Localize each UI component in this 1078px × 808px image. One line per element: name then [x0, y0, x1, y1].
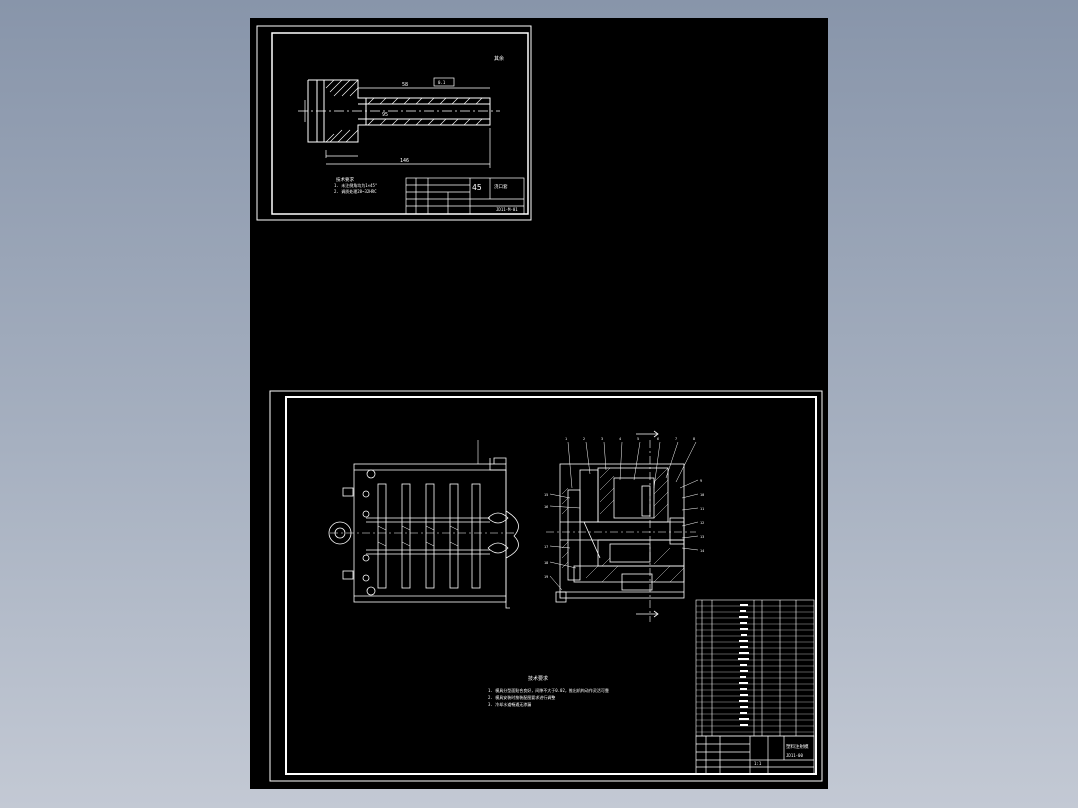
part-sheet-inner-border — [271, 32, 529, 215]
parts-list-table[interactable] — [695, 599, 815, 737]
balloon-11: 11 — [700, 507, 704, 511]
balloon-13: 13 — [700, 535, 704, 539]
parts-list-entries — [738, 604, 749, 726]
balloon-12: 12 — [700, 521, 704, 525]
balloon-17: 17 — [544, 545, 548, 549]
balloon-14: 14 — [700, 549, 704, 553]
balloon-9: 9 — [700, 479, 702, 483]
assembly-note-3: 3. 冷却水道畅通无渗漏 — [488, 701, 531, 707]
part-title-block[interactable] — [405, 177, 525, 215]
balloon-4: 4 — [619, 437, 621, 441]
assembly-drawing-no: JD11-00 — [786, 753, 803, 758]
balloon-16: 16 — [544, 505, 548, 509]
assembly-note-1: 1. 模具分型面贴合良好，间隙不大于0.02，推出机构动作灵活可靠 — [488, 687, 609, 693]
balloon-2: 2 — [583, 437, 585, 441]
part-drawing-sheet[interactable]: 58 95 146 0.1 其余 技术要求 1. 未注倒角均为1×45° 2. … — [256, 25, 532, 221]
part-name: 浇口套 — [494, 183, 508, 190]
part-sheet-outer-border — [256, 25, 532, 221]
balloon-10: 10 — [700, 493, 704, 497]
part-ratio-tag: 0.1 — [438, 80, 446, 85]
balloon-19: 19 — [544, 575, 548, 579]
assembly-sheet-outer-border — [269, 390, 823, 782]
balloon-18: 18 — [544, 561, 548, 565]
balloon-5: 5 — [637, 437, 639, 441]
balloon-15: 15 — [544, 493, 548, 497]
part-material: 45 — [472, 183, 482, 192]
balloon-7: 7 — [675, 437, 677, 441]
balloon-8: 8 — [693, 437, 695, 441]
assembly-note-2: 2. 模具安装时按装配图要求进行调整 — [488, 694, 555, 700]
assembly-scale: 1:1 — [754, 761, 762, 766]
part-code: JD11-M-01 — [496, 207, 518, 212]
cad-model-space: 58 95 146 0.1 其余 技术要求 1. 未注倒角均为1×45° 2. … — [256, 25, 823, 782]
assembly-notes-title: 技术要求 — [528, 675, 548, 682]
part-dim-146: 146 — [400, 158, 409, 164]
balloon-1: 1 — [565, 437, 567, 441]
parts-list-rows — [696, 605, 814, 733]
part-notes-title: 技术要求 — [336, 176, 354, 183]
assembly-sheet-inner-border — [285, 396, 817, 775]
balloon-6: 6 — [657, 437, 659, 441]
cad-drawing-viewport[interactable]: 58 95 146 0.1 其余 技术要求 1. 未注倒角均为1×45° 2. … — [250, 18, 828, 789]
assembly-drawing-sheet[interactable]: 1 2 3 4 5 6 7 8 9 10 11 12 13 14 15 16 1… — [269, 390, 823, 782]
part-note-1: 1. 未注倒角均为1×45° — [334, 182, 377, 188]
part-roughness-note: 其余 — [494, 55, 504, 62]
part-dimensions — [304, 77, 491, 168]
assembly-title: 塑料注射模 — [786, 743, 809, 750]
balloon-3: 3 — [601, 437, 603, 441]
part-note-2: 2. 调质处理28~32HRC — [334, 188, 377, 194]
assembly-title-block[interactable] — [695, 735, 815, 775]
section-view — [546, 430, 699, 622]
part-dim-58: 58 — [402, 82, 408, 88]
balloon-labels: 1 2 3 4 5 6 7 8 9 10 11 12 13 14 15 16 1… — [544, 437, 704, 579]
part-dim-95: 95 — [382, 112, 388, 118]
plan-view — [328, 440, 519, 609]
